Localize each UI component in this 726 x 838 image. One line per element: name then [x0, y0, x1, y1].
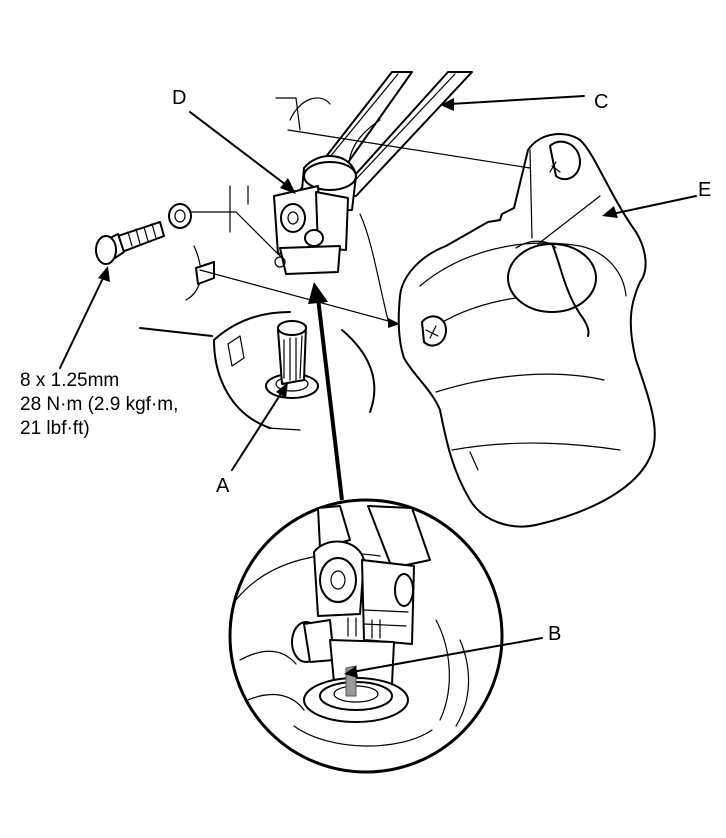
label-e: E	[698, 179, 711, 201]
detail-magnifier	[228, 498, 504, 774]
gearbox-housing	[139, 185, 389, 431]
pinion-shaft	[265, 320, 319, 399]
steering-cover	[397, 133, 656, 528]
flange-bolt	[95, 221, 165, 265]
torque-spec-size: 8 x 1.25mm	[20, 370, 119, 391]
label-a: A	[216, 475, 230, 497]
leader-lines	[59, 95, 697, 678]
torque-spec-imperial: 21 lbf·ft)	[20, 418, 90, 439]
universal-joint	[273, 155, 357, 275]
lock-washer	[168, 203, 192, 229]
torque-spec-metric: 28 N·m (2.9 kgf·m,	[20, 394, 178, 415]
label-c: C	[594, 91, 608, 113]
label-d: D	[172, 87, 186, 109]
label-b: B	[548, 623, 561, 645]
